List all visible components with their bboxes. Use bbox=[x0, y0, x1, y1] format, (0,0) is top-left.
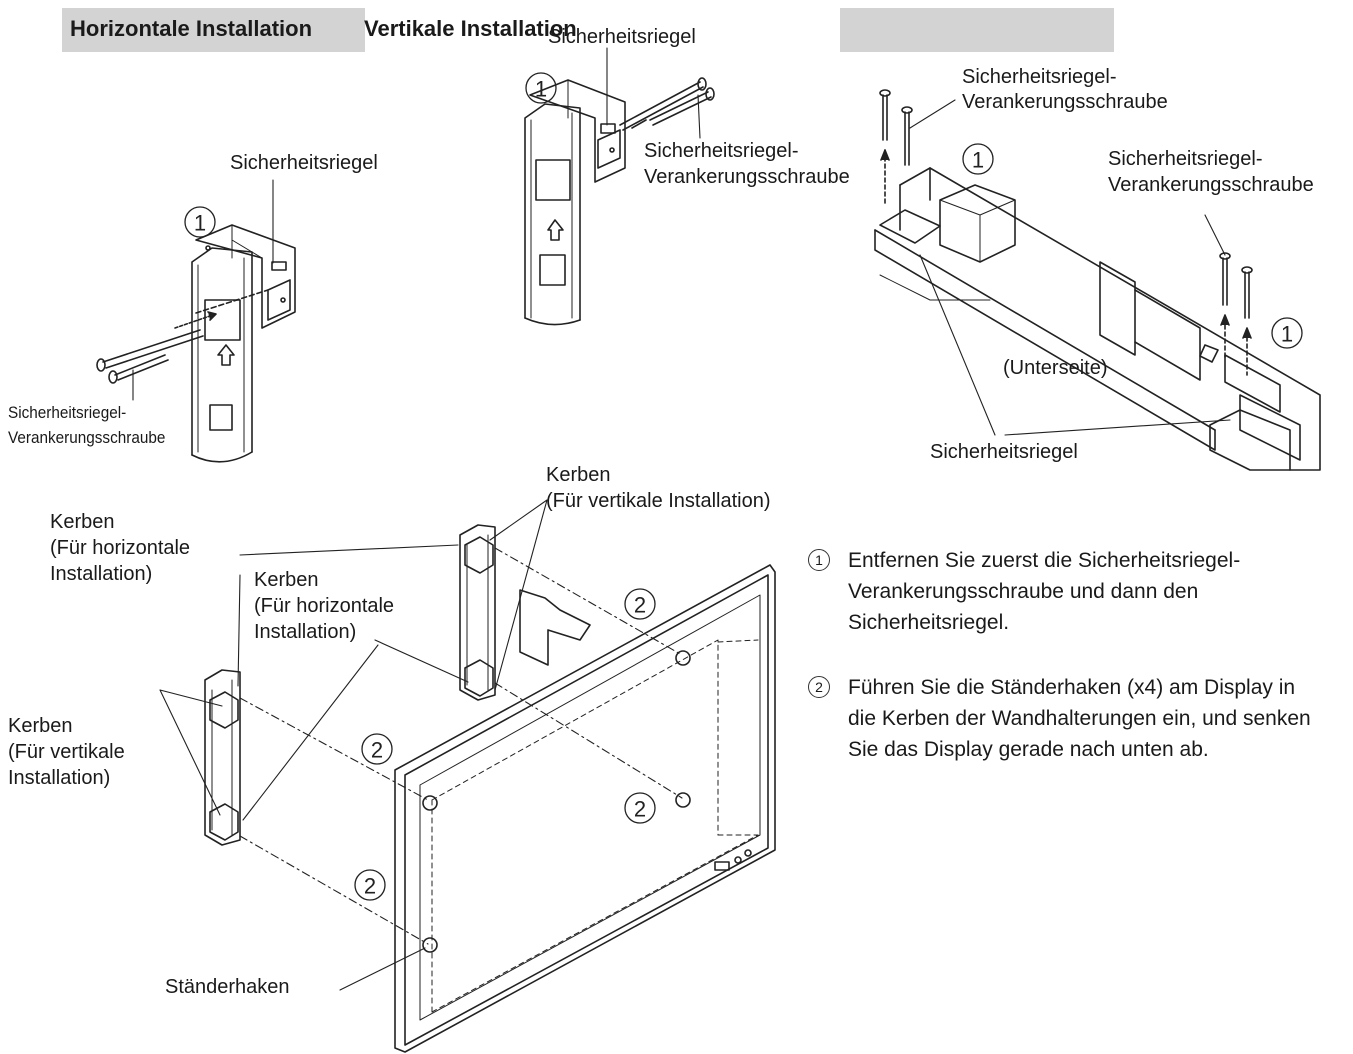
notch-vertical-top-line2: (Für vertikale Installation) bbox=[546, 490, 771, 512]
screw-label-right-b-line2: Verankerungsschraube bbox=[1108, 174, 1314, 196]
notch-horizontal-mid-line2: (Für horizontale bbox=[254, 595, 395, 617]
screw-label-middle-line2: Verankerungsschraube bbox=[644, 166, 850, 188]
marker-2-right-lower: 2 bbox=[634, 797, 646, 822]
leader-lines bbox=[132, 47, 1231, 991]
instruction-step-2: 2 Führen Sie die Ständerhaken (x4) am Di… bbox=[808, 672, 1348, 802]
notch-horizontal-left-line1: Kerben bbox=[50, 511, 115, 533]
stand-hooks bbox=[422, 650, 691, 953]
display-panel bbox=[394, 564, 776, 1053]
horizontal-installation-title: Horizontale Installation bbox=[70, 16, 313, 41]
step-number-2: 2 bbox=[808, 676, 830, 698]
marker-2-top: 2 bbox=[634, 593, 646, 618]
step-text-1: Entfernen Sie zuerst die Sicherheitsrieg… bbox=[848, 549, 1241, 634]
header-bar-vertical bbox=[840, 8, 1114, 52]
screw-label-left-line1: Sicherheitsriegel- bbox=[8, 403, 127, 422]
anchor-screws-middle bbox=[619, 77, 715, 131]
alignment-lines bbox=[239, 547, 683, 945]
marker-2-left-upper: 2 bbox=[371, 738, 383, 763]
latch-label-right: Sicherheitsriegel bbox=[930, 441, 1078, 463]
screw-label-right-a-line2: Verankerungsschraube bbox=[962, 91, 1168, 113]
latch-label-left: Sicherheitsriegel bbox=[230, 152, 378, 174]
anchor-screws-left bbox=[96, 289, 269, 384]
marker-1-middle: 1 bbox=[535, 77, 547, 102]
notch-horizontal-mid-line1: Kerben bbox=[254, 569, 319, 591]
notch-horizontal-mid-line3: Installation) bbox=[254, 621, 357, 643]
step-text-2: Führen Sie die Ständerhaken (x4) am Disp… bbox=[848, 676, 1311, 761]
notch-vertical-left-line3: Installation) bbox=[8, 767, 111, 789]
wall-bracket-left bbox=[191, 224, 296, 463]
marker-1-right-top: 1 bbox=[972, 148, 984, 173]
header-bar-horizontal bbox=[62, 8, 365, 52]
lowering-arrow bbox=[519, 589, 591, 666]
screw-label-left-line2: Verankerungsschraube bbox=[8, 428, 166, 447]
vertical-installation-title: Vertikale Installation bbox=[364, 16, 577, 41]
wall-bracket-middle bbox=[524, 79, 626, 326]
notch-vertical-left-line2: (Für vertikale bbox=[8, 741, 125, 763]
instruction-step-1: 1 Entfernen Sie zuerst die Sicherheitsri… bbox=[808, 545, 1348, 645]
marker-1-right-bottom: 1 bbox=[1281, 322, 1293, 347]
notch-vertical-top-line1: Kerben bbox=[546, 464, 611, 486]
marker-2-left-lower: 2 bbox=[364, 874, 376, 899]
screw-label-right-b-line1: Sicherheitsriegel- bbox=[1108, 148, 1263, 170]
latch-label-middle: Sicherheitsriegel bbox=[548, 26, 696, 48]
marker-1-left: 1 bbox=[194, 211, 206, 236]
wall-bracket-right bbox=[874, 167, 1321, 471]
step-number-1: 1 bbox=[808, 549, 830, 571]
underside-label: (Unterseite) bbox=[1003, 357, 1108, 379]
notch-vertical-left-line1: Kerben bbox=[8, 715, 73, 737]
screw-label-right-a-line1: Sicherheitsriegel- bbox=[962, 66, 1117, 88]
step-markers bbox=[184, 72, 1303, 901]
lower-bracket-middle bbox=[459, 524, 496, 701]
stand-hook-label: Ständerhaken bbox=[165, 976, 290, 998]
anchor-screws-right bbox=[879, 89, 1253, 376]
lower-bracket-left bbox=[204, 669, 241, 846]
screw-label-middle-line1: Sicherheitsriegel- bbox=[644, 140, 799, 162]
notch-horizontal-left-line3: Installation) bbox=[50, 563, 153, 585]
notch-horizontal-left-line2: (Für horizontale bbox=[50, 537, 191, 559]
